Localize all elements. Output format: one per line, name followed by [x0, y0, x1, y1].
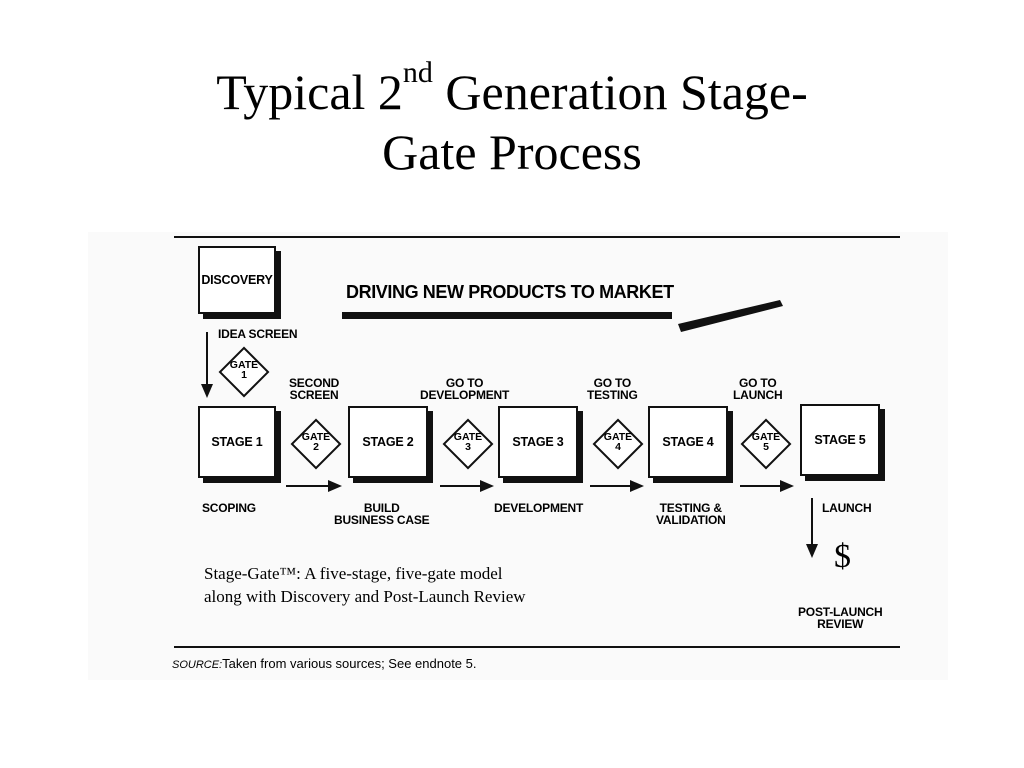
title-line-1: Typical 2nd Generation Stage- — [216, 56, 808, 121]
stage-1-box: STAGE 1 — [198, 406, 276, 478]
stage-4-desc: TESTING &VALIDATION — [656, 501, 726, 527]
stage-1-desc: SCOPING — [202, 501, 256, 515]
title-line-2: Gate Process — [382, 124, 642, 180]
stage-5-desc: LAUNCH — [822, 501, 872, 515]
stage-3-box: STAGE 3 — [498, 406, 578, 478]
stage-2-box: STAGE 2 — [348, 406, 428, 478]
stage-4-box: STAGE 4 — [648, 406, 728, 478]
top-rule — [174, 236, 900, 238]
source-note: SOURCE:Taken from various sources; See e… — [172, 656, 477, 671]
stage-5-box: STAGE 5 — [800, 404, 880, 476]
banner-title: DRIVING NEW PRODUCTS TO MARKET — [346, 282, 674, 302]
dollar-icon: $ — [834, 538, 851, 575]
stage-gate-figure: DISCOVERY IDEA SCREEN DRIVING NEW PRODUC… — [88, 232, 948, 680]
discovery-box: DISCOVERY — [198, 246, 276, 314]
bottom-rule — [174, 646, 900, 648]
idea-screen-label: IDEA SCREEN — [218, 327, 298, 341]
connector-arrows — [201, 300, 818, 558]
figure-caption: Stage-Gate™: A five-stage, five-gate mod… — [204, 564, 526, 606]
stage-3-desc: DEVELOPMENT — [494, 501, 584, 515]
slide-title: Typical 2nd Generation Stage- Gate Proce… — [0, 56, 1024, 182]
